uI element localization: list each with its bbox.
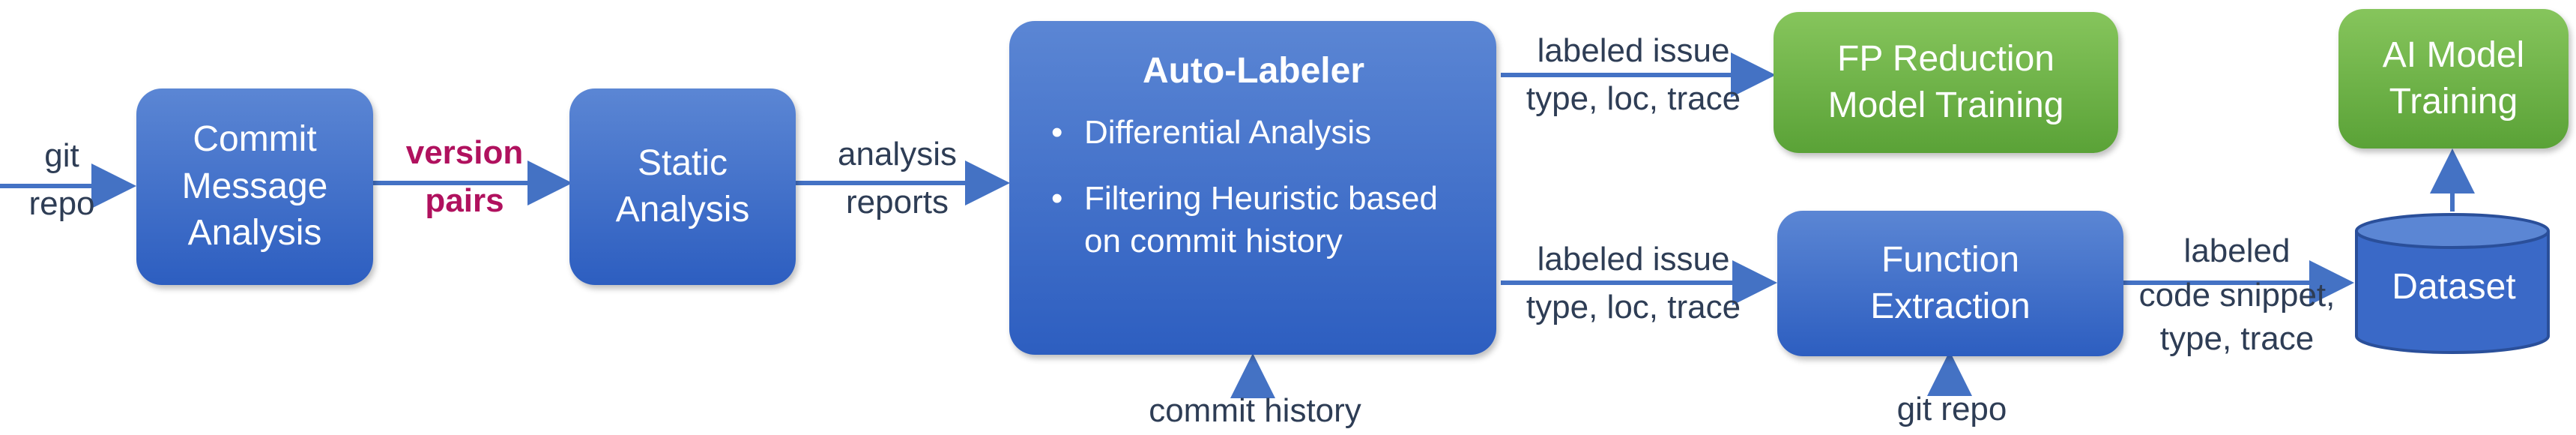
function-extraction-box: Function Extraction (1777, 211, 2123, 356)
auto-labeler-title: Auto-Labeler (1142, 51, 1364, 91)
commit-history-label: commit history (1149, 392, 1361, 429)
auto-labeler-item-text: Differential Analysis (1084, 114, 1372, 152)
function-extraction-label: Function Extraction (1870, 239, 2031, 326)
fp-reduction-box: FP Reduction Model Training (1774, 12, 2118, 153)
auto-labeler-list: • Differential Analysis • Filtering Heur… (1041, 111, 1466, 285)
labeled-issue-top-label: labeled issue type, loc, trace (1526, 32, 1741, 117)
git-repo-bottom-label: git repo (1896, 391, 2007, 428)
bullet-icon: • (1051, 114, 1063, 152)
static-analysis-box: Static Analysis (569, 88, 796, 285)
labeled-snippet-label: labeled code snippet, type, trace (2138, 232, 2335, 358)
ai-model-training-box: AI Model Training (2338, 9, 2569, 148)
version-pairs-label: version pairs (405, 134, 524, 219)
dataset-label: Dataset (2392, 267, 2516, 307)
git-repo-input-label: git repo (28, 137, 95, 222)
ai-model-training-label: AI Model Training (2382, 34, 2525, 122)
dataset-cylinder (2355, 213, 2550, 354)
auto-labeler-box: Auto-Labeler • Differential Analysis • F… (1009, 21, 1496, 355)
bullet-icon: • (1051, 179, 1063, 217)
auto-labeler-item-text: Filtering Heuristic based on commit hist… (1084, 179, 1438, 260)
commit-message-analysis-box: Commit Message Analysis (136, 88, 373, 285)
static-analysis-label: Static Analysis (615, 142, 750, 230)
labeled-issue-bottom-label: labeled issue type, loc, trace (1526, 241, 1741, 326)
fp-reduction-label: FP Reduction Model Training (1827, 38, 2064, 125)
commit-message-analysis-label: Commit Message Analysis (181, 119, 328, 254)
auto-labeler-item: • Differential Analysis (1041, 111, 1466, 154)
auto-labeler-item: • Filtering Heuristic based on commit hi… (1041, 177, 1466, 262)
analysis-reports-label: analysis reports (838, 136, 957, 220)
